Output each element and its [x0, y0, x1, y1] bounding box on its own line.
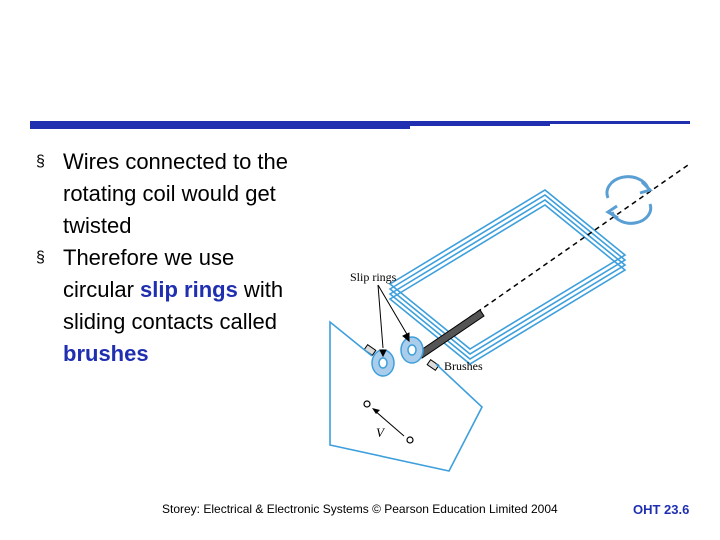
voltage-terminals: [363, 400, 414, 444]
slide-number: OHT 23.6: [633, 502, 690, 517]
divider-segment: [410, 121, 550, 126]
bullet-text: Wires connected to the rotating coil wou…: [63, 149, 289, 238]
bullet-list: § Wires connected to the rotating coil w…: [36, 146, 306, 370]
voltage-label: V: [376, 425, 386, 440]
rotation-arrows-icon: [605, 175, 653, 225]
footer-source: Storey: Electrical & Electronic Systems …: [162, 502, 558, 516]
divider-segment: [550, 121, 690, 124]
external-circuit: [329, 320, 483, 472]
rotating-coil: [388, 189, 627, 365]
bullet-item: § Wires connected to the rotating coil w…: [36, 146, 306, 242]
bullet-marker-icon: §: [36, 249, 45, 266]
slip-ring-diagram: V Slip rings Brushes: [329, 164, 689, 472]
slip-rings: [371, 336, 424, 377]
highlight-term-slip-rings: slip rings: [140, 277, 238, 302]
brushes: [363, 343, 440, 372]
brushes-label: Brushes: [444, 359, 483, 373]
bullet-marker-icon: §: [36, 153, 45, 170]
bullet-text: with sliding contacts called: [63, 277, 284, 334]
slip-rings-label: Slip rings: [350, 270, 397, 284]
label-leaders: [377, 284, 410, 358]
bullet-text: Therefore we use circular: [63, 245, 235, 302]
divider-segment: [30, 121, 410, 129]
highlight-term-brushes: brushes: [63, 341, 149, 366]
bullet-item: § Therefore we use circular slip rings w…: [36, 242, 306, 370]
title-divider-bar: [30, 121, 690, 129]
